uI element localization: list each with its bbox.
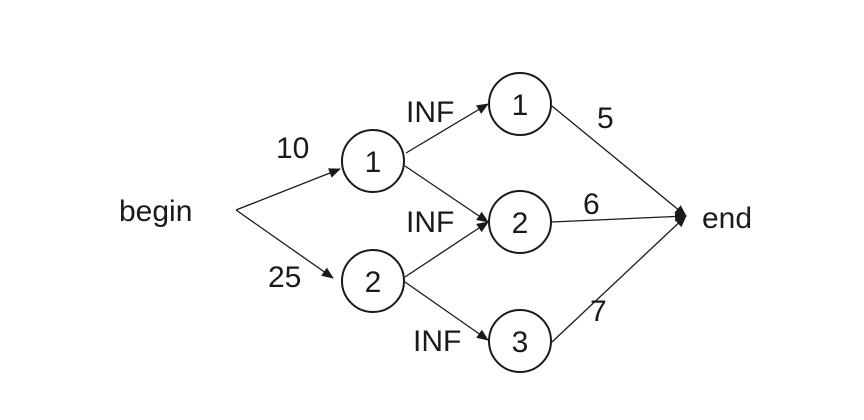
edge-l2-node-1-to-end bbox=[551, 105, 687, 217]
edge-l1-node-2-to-l2-node-3 bbox=[404, 281, 489, 341]
end-label: end bbox=[702, 202, 752, 235]
weight-l1-to-l2-node-2: INF bbox=[406, 206, 454, 239]
l2-node-2: 2 bbox=[488, 190, 552, 254]
weight-l2-node-1-to-end: 5 bbox=[597, 102, 614, 135]
l1-node-1: 1 bbox=[341, 129, 405, 193]
l2-node-1: 1 bbox=[488, 72, 552, 136]
edge-begin-to-l1-node-1 bbox=[235, 168, 341, 211]
weight-l1-to-l2-node-1: INF bbox=[406, 96, 454, 129]
edge-l2-node-2-to-end bbox=[551, 211, 687, 223]
weight-l1-to-l2-node-3: INF bbox=[413, 325, 461, 358]
weight-l2-node-3-to-end: 7 bbox=[590, 295, 607, 328]
l2-node-2-circle bbox=[488, 190, 552, 254]
weight-begin-to-l1-node-1: 10 bbox=[276, 132, 309, 165]
l1-node-2-label: 2 bbox=[365, 266, 382, 299]
l2-node-2-label: 2 bbox=[512, 207, 529, 240]
l2-node-3-circle bbox=[488, 309, 552, 373]
l2-node-1-label: 1 bbox=[512, 89, 529, 122]
l1-node-1-circle bbox=[341, 129, 405, 193]
weight-begin-to-l1-node-2: 25 bbox=[268, 261, 301, 294]
l2-node-3: 3 bbox=[488, 309, 552, 373]
l1-node-2-circle bbox=[341, 249, 405, 313]
weight-l2-node-2-to-end: 6 bbox=[583, 188, 600, 221]
edge-l1-node-1-to-l2-node-2 bbox=[404, 165, 489, 223]
l2-node-1-circle bbox=[488, 72, 552, 136]
l2-node-3-label: 3 bbox=[512, 326, 529, 359]
edge-l1-node-1-to-l2-node-1 bbox=[405, 103, 489, 154]
l1-node-2: 2 bbox=[341, 249, 405, 313]
edge-l1-node-2-to-l2-node-2 bbox=[404, 221, 489, 278]
l1-node-1-label: 1 bbox=[365, 146, 382, 179]
edge-begin-to-l1-node-2 bbox=[235, 209, 334, 279]
edge-l2-node-3-to-end bbox=[551, 215, 687, 343]
begin-label: begin bbox=[119, 195, 192, 228]
